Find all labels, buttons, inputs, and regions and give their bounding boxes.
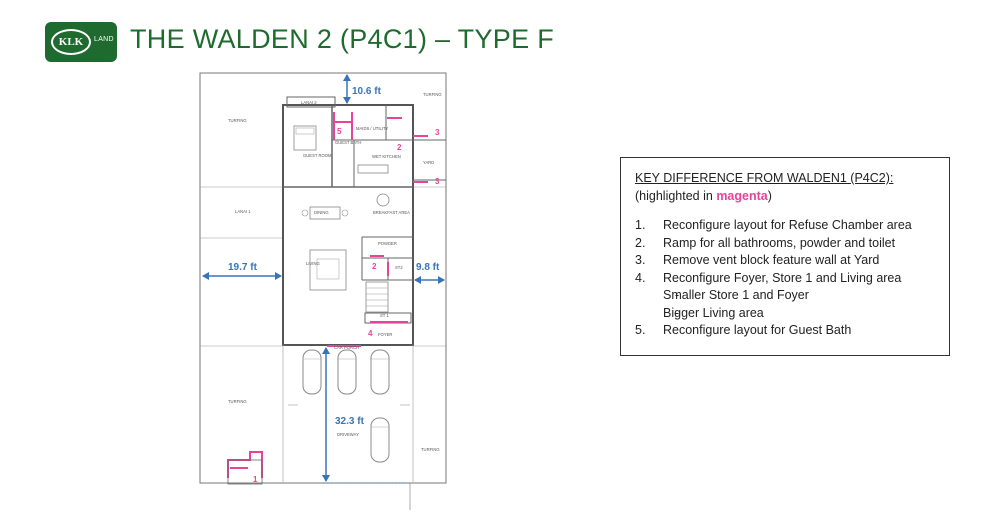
room-label-guest-bath: GUEST BATH bbox=[335, 140, 361, 145]
room-label-turfing: TURFING bbox=[423, 92, 442, 97]
room-label-living: LIVING bbox=[306, 261, 320, 266]
left-setback-label: 19.7 ft bbox=[228, 262, 258, 273]
list-item: 4.Reconfigure Foyer, Store 1 and Living … bbox=[635, 270, 902, 285]
marker-2: 2 bbox=[372, 262, 377, 271]
room-label-wet-kitchen: WET KITCHEN bbox=[372, 154, 401, 159]
list-item: 1.Reconfigure layout for Refuse Chamber … bbox=[635, 218, 912, 232]
room-label-guest-room: GUEST ROOM bbox=[303, 153, 332, 158]
sub-list-item: -Bigger Living area bbox=[663, 305, 764, 320]
page-title: THE WALDEN 2 (P4C1) – TYPE F bbox=[130, 24, 554, 54]
room-label-car-porch: CAR PORCH bbox=[334, 345, 359, 350]
sub-list-item: -Smaller Store 1 and Foyer bbox=[663, 288, 809, 302]
front-setback-label: 32.3 ft bbox=[335, 416, 365, 427]
key-difference-heading: KEY DIFFERENCE FROM WALDEN1 (P4C2): bbox=[635, 171, 894, 185]
room-label-turfing: TURFING bbox=[421, 447, 440, 452]
marker-3: 3 bbox=[435, 177, 440, 186]
room-label-foyer: FOYER bbox=[378, 332, 392, 337]
car-3 bbox=[370, 349, 390, 395]
car-4 bbox=[370, 417, 390, 463]
list-item: 2.Ramp for all bathrooms, powder and toi… bbox=[635, 235, 896, 250]
marker-1: 1 bbox=[253, 475, 258, 484]
room-label-turfing: TURFING bbox=[228, 399, 247, 404]
room-label-breakfast: BREAKFAST AREA bbox=[373, 210, 410, 215]
marker-2: 2 bbox=[397, 143, 402, 152]
room-label-lanai2: LANAI 2 bbox=[301, 100, 317, 105]
car-1 bbox=[302, 349, 322, 395]
marker-3: 3 bbox=[435, 128, 440, 137]
car-2 bbox=[337, 349, 357, 395]
klk-land-logo: KLK LAND bbox=[45, 22, 117, 62]
room-label-maids-utility: MAIDS / UTILITY bbox=[356, 126, 389, 131]
room-label-yard: YARD bbox=[423, 160, 434, 165]
right-setback-label: 9.8 ft bbox=[416, 262, 440, 273]
highlight-guest-bath bbox=[333, 112, 353, 140]
room-label-turfing: TURFING bbox=[228, 118, 247, 123]
marker-5: 5 bbox=[337, 127, 342, 136]
marker-4: 4 bbox=[368, 329, 373, 338]
highlight-note: (highlighted in magenta) bbox=[635, 188, 772, 203]
room-label-powder: POWDER bbox=[378, 241, 397, 246]
room-label-driveway: DRIVEWAY bbox=[337, 432, 359, 437]
lanai2-outline bbox=[286, 96, 336, 108]
highlight-note-color: magenta bbox=[716, 188, 768, 203]
list-item: 3.Remove vent block feature wall at Yard bbox=[635, 253, 880, 267]
rear-setback-label: 10.6 ft bbox=[352, 86, 382, 97]
room-label-lanai1: LANAI 1 bbox=[235, 209, 251, 214]
key-difference-list: 1.Reconfigure layout for Refuse Chamber … bbox=[635, 217, 937, 340]
room-label-dining: DINING bbox=[314, 210, 329, 215]
lot-boundary bbox=[199, 72, 447, 484]
refuse-chamber bbox=[227, 459, 263, 485]
logo-text: KLK bbox=[51, 29, 91, 55]
room-label-st2: ST2 bbox=[395, 265, 403, 270]
logo-subtext: LAND bbox=[94, 36, 114, 43]
room-label-st1: ST 1 bbox=[380, 313, 389, 318]
list-item: 5.Reconfigure layout for Guest Bath bbox=[635, 323, 852, 337]
key-difference-box: KEY DIFFERENCE FROM WALDEN1 (P4C2): (hig… bbox=[620, 157, 950, 356]
